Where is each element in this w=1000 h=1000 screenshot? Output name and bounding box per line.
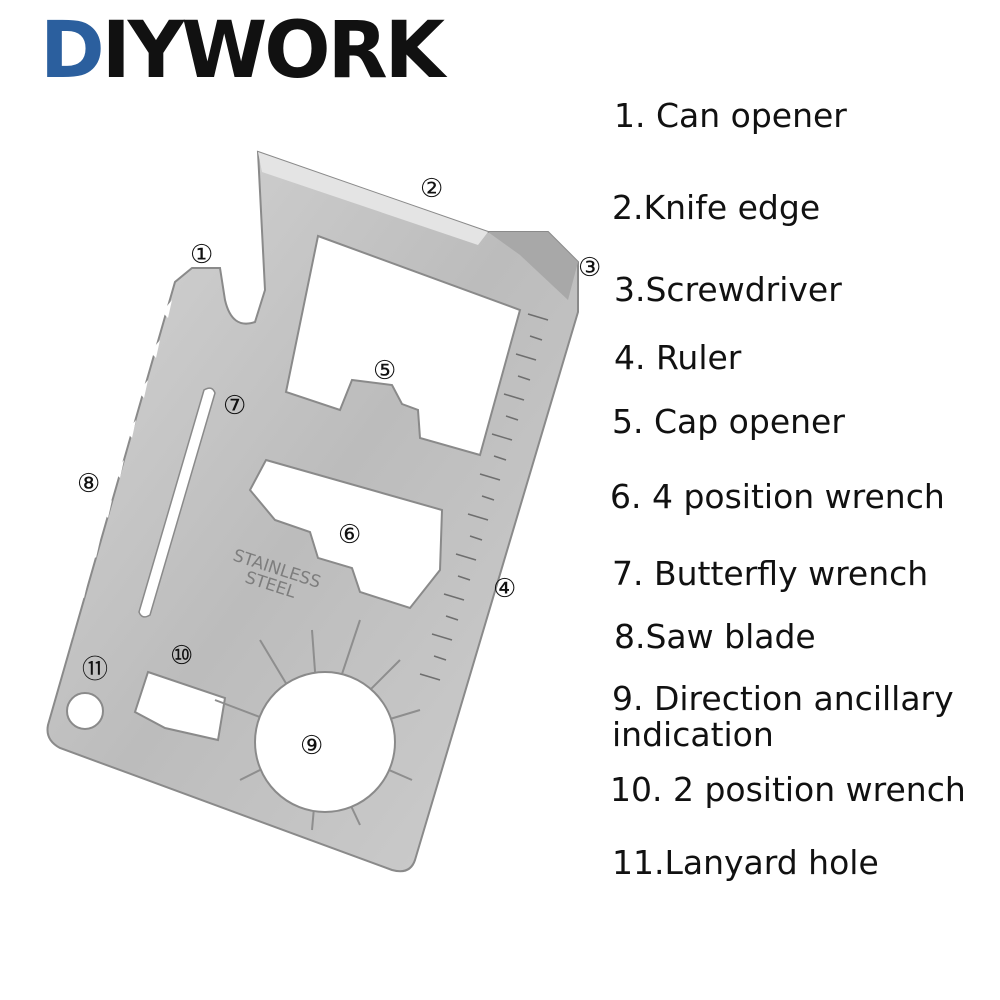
legend-item-3: 3.Screwdriver xyxy=(614,270,842,309)
callout-1: ① xyxy=(190,240,213,270)
lanyard-hole xyxy=(66,692,104,730)
butterfly-wrench-slot xyxy=(138,387,216,618)
legend-item-4: 4. Ruler xyxy=(614,338,742,377)
callout-11: ⑪ xyxy=(82,655,108,685)
screwdriver-tip xyxy=(488,232,578,300)
ruler-ticks xyxy=(419,313,549,681)
four-position-wrench xyxy=(248,458,444,610)
callout-6: ⑥ xyxy=(338,520,361,550)
callout-3: ③ xyxy=(578,253,601,283)
callout-2: ② xyxy=(420,174,443,204)
brand-logo: DIYWORK xyxy=(40,6,445,98)
legend-item-2: 2.Knife edge xyxy=(612,188,821,227)
legend-item-1: 1. Can opener xyxy=(614,96,847,135)
callout-9: ⑨ xyxy=(300,731,323,761)
two-position-wrench xyxy=(133,670,227,742)
legend-item-9: 9. Direction ancillary indication xyxy=(612,679,954,754)
brand-logo-text: DIYWORK xyxy=(40,6,445,96)
legend-item-10: 10. 2 position wrench xyxy=(610,770,966,809)
direction-circle xyxy=(254,671,396,813)
callout-4: ④ xyxy=(493,574,516,604)
callout-10: ⑩ xyxy=(170,641,193,671)
legend-item-8: 8.Saw blade xyxy=(614,617,816,656)
callout-7: ⑦ xyxy=(223,391,246,421)
cap-opener-cutout xyxy=(284,234,522,457)
saw-teeth xyxy=(66,300,172,638)
legend-item-6: 6. 4 position wrench xyxy=(610,477,945,516)
callout-5: ⑤ xyxy=(373,356,396,386)
knife-edge xyxy=(258,152,488,245)
legend-item-5: 5. Cap opener xyxy=(612,402,845,441)
callout-8: ⑧ xyxy=(77,469,100,499)
legend-item-11: 11.Lanyard hole xyxy=(612,843,879,882)
legend-item-7: 7. Butterfly wrench xyxy=(612,554,929,593)
